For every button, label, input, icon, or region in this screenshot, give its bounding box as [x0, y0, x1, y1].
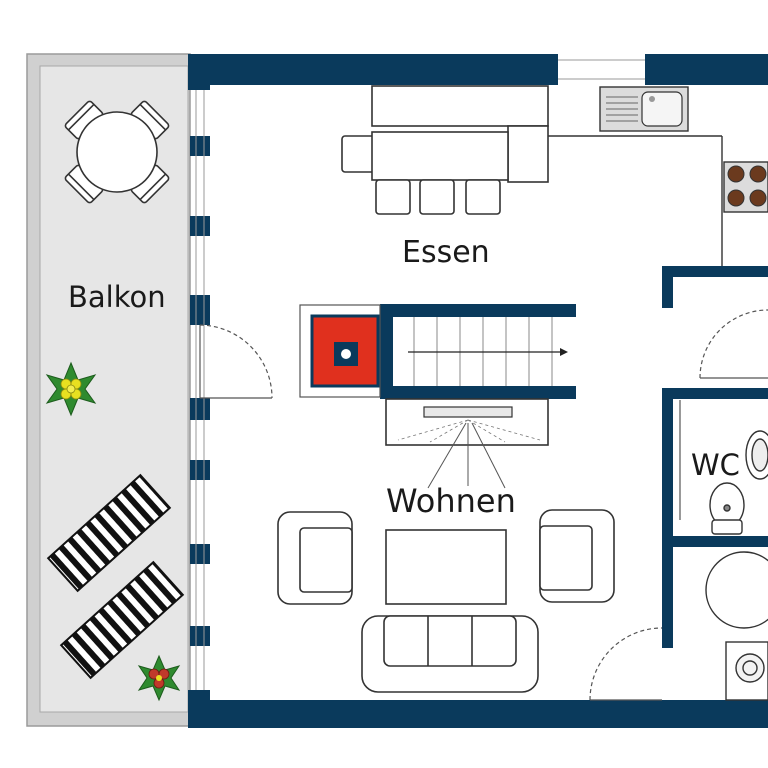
fireplace-icon — [299, 304, 381, 398]
shower-icon — [705, 551, 768, 629]
door-icon — [699, 309, 768, 379]
stairs-icon — [393, 317, 576, 386]
coffee-table-icon — [385, 529, 507, 605]
armchair-icon — [539, 509, 615, 603]
plant-icon — [45, 361, 97, 417]
toilet-icon — [709, 482, 745, 535]
door-icon — [589, 627, 663, 701]
room-label-wc: WC — [691, 448, 740, 482]
dining-table-icon — [341, 85, 549, 215]
plant-icon — [137, 654, 181, 702]
room-label-wohnen: Wohnen — [386, 482, 516, 520]
kitchen-counter — [548, 135, 723, 266]
sun-lounger-icon — [46, 473, 172, 593]
window-top — [558, 59, 645, 80]
chair-icon — [64, 164, 104, 204]
label-leaders — [427, 422, 506, 489]
round-table-icon — [64, 100, 170, 204]
door-icon — [199, 324, 273, 399]
armchair-icon — [277, 511, 353, 605]
sofa-icon — [361, 615, 539, 693]
room-label-balkon: Balkon — [68, 280, 166, 314]
washing-machine-icon — [725, 641, 768, 701]
tv-stand-icon — [385, 398, 549, 446]
room-label-essen: Essen — [402, 235, 490, 270]
washbasin-icon — [745, 430, 768, 480]
window-west — [195, 90, 205, 690]
sun-lounger-icon — [59, 560, 185, 680]
stove-icon — [723, 161, 768, 213]
sink-icon — [599, 86, 689, 132]
walls — [188, 54, 768, 728]
